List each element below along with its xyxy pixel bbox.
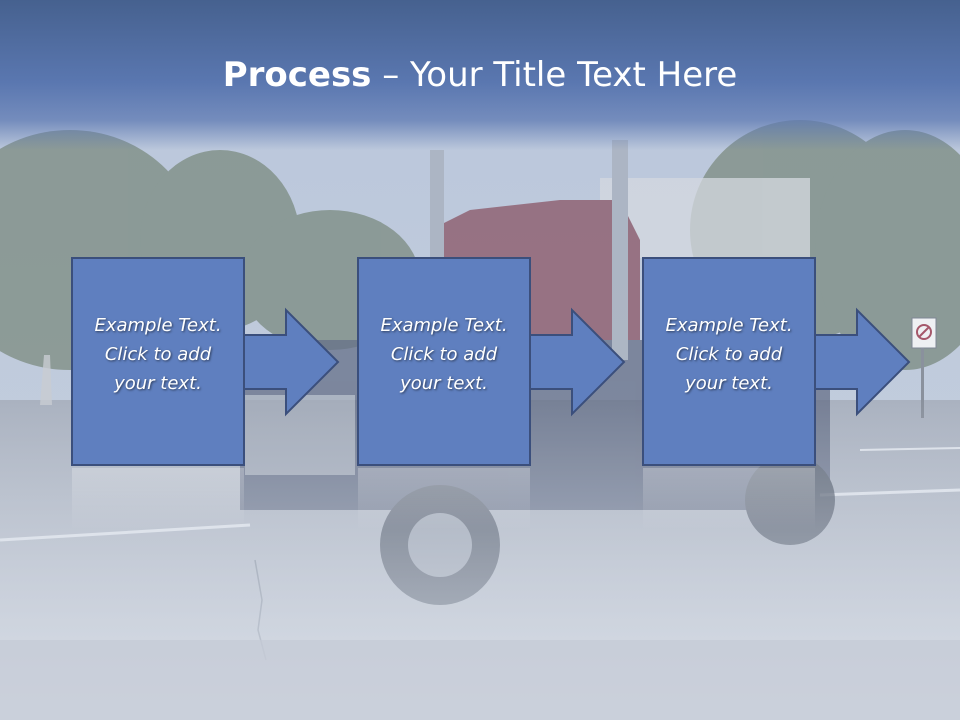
process-box-2 <box>357 257 531 466</box>
step-1-line-2: Click to add <box>104 344 212 365</box>
no-parking-sign-icon <box>911 317 937 418</box>
process-arrow-2 <box>525 307 626 417</box>
title-band <box>0 0 960 150</box>
process-arrow-1 <box>239 307 340 417</box>
step-1-line-3: your text. <box>114 373 202 394</box>
step-2-line-3: your text. <box>400 373 488 394</box>
step-3-line-1: Example Text. <box>665 315 793 336</box>
process-reflections <box>72 468 815 530</box>
process-arrow-3 <box>810 307 911 417</box>
process-box-3 <box>642 257 816 466</box>
title-rest-part: – Your Title Text Here <box>371 55 738 95</box>
process-box-1 <box>71 257 245 466</box>
step-3-line-3: your text. <box>685 373 773 394</box>
slide-title[interactable]: Process – Your Title Text Here <box>0 50 960 100</box>
step-1-text[interactable]: Example Text. Click to add your text. <box>72 311 244 398</box>
step-2-line-1: Example Text. <box>380 315 508 336</box>
step-3-line-2: Click to add <box>675 344 783 365</box>
title-bold-part: Process <box>222 55 372 95</box>
step-1-line-1: Example Text. <box>94 315 222 336</box>
step-2-line-2: Click to add <box>390 344 498 365</box>
step-2-text[interactable]: Example Text. Click to add your text. <box>358 311 530 398</box>
step-3-text[interactable]: Example Text. Click to add your text. <box>643 311 815 398</box>
